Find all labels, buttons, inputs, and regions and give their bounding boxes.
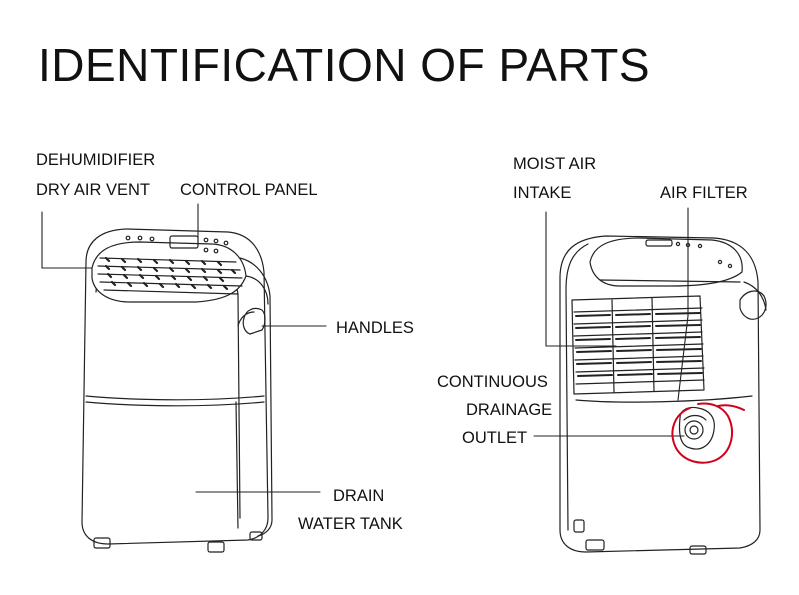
front-unit-illustration [82,229,272,552]
back-unit-illustration [560,236,766,554]
